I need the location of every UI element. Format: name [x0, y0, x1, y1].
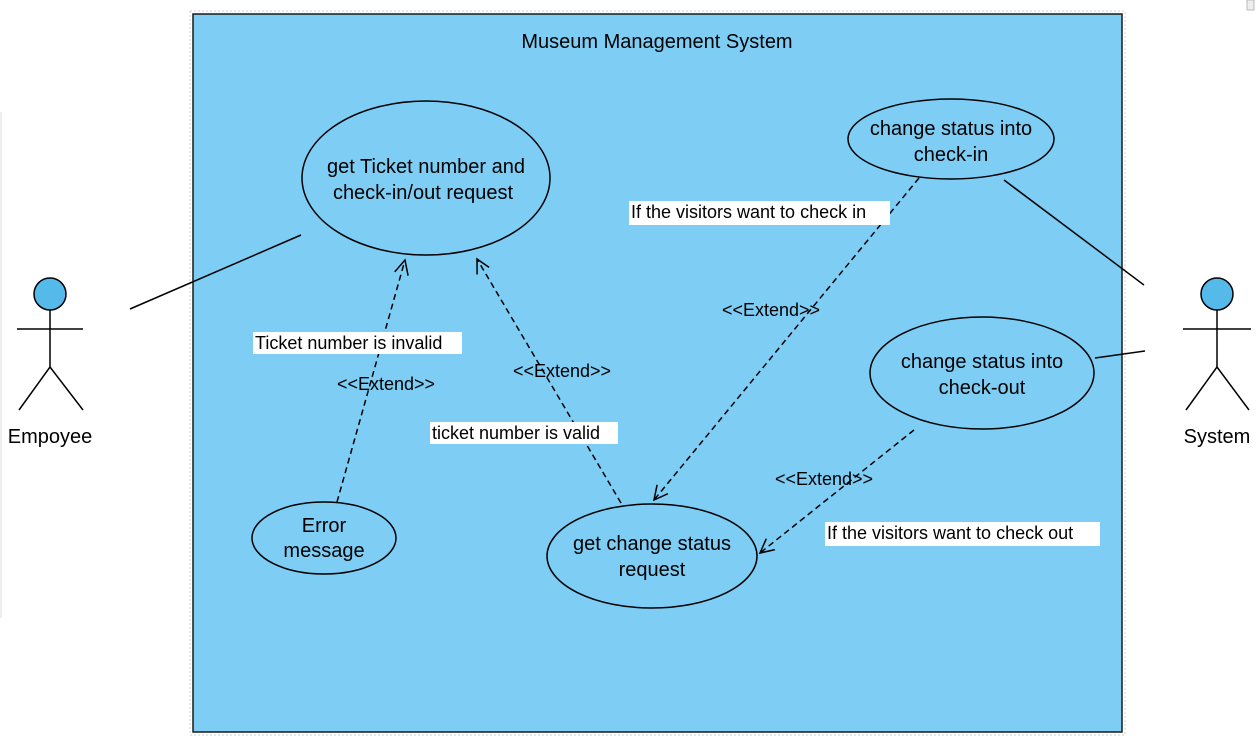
actor-employee-head — [33, 277, 67, 311]
use-case-get-ticket[interactable]: get Ticket number and check-in/out reque… — [301, 100, 551, 256]
extend-error-to-ticket — [336, 258, 409, 503]
extend-checkin-to-request — [652, 177, 920, 502]
use-case-change-status-request[interactable]: get change status request — [546, 503, 758, 609]
association-system-checkin — [1003, 179, 1145, 286]
use-case-check-in[interactable]: change status into check-in — [847, 98, 1055, 180]
actor-system[interactable]: System — [1183, 277, 1251, 448]
condition-check-out: If the visitors want to check out — [825, 522, 1100, 546]
svg-text:message: message — [283, 540, 364, 562]
use-case-error-message[interactable]: Error message — [251, 501, 397, 575]
svg-text:change status into: change status into — [870, 118, 1032, 140]
extend-checkout-to-request — [758, 429, 915, 555]
svg-text:check-in: check-in — [914, 144, 988, 166]
svg-text:get Ticket number and: get Ticket number and — [327, 156, 525, 178]
extend-label-error: <<Extend>> — [337, 374, 435, 394]
association-system-checkout — [1094, 350, 1146, 359]
actor-employee-label: Empoyee — [8, 426, 93, 448]
use-case-check-out[interactable]: change status into check-out — [869, 316, 1095, 430]
condition-valid: ticket number is valid — [430, 422, 618, 444]
boundary-outline-dashed — [189, 10, 1126, 736]
extend-request-to-ticket — [476, 257, 622, 504]
svg-text:ticket number is valid: ticket number is valid — [432, 423, 600, 443]
condition-check-in: If the visitors want to check in — [629, 201, 890, 225]
svg-text:check-in/out request: check-in/out request — [333, 182, 514, 204]
svg-text:If the visitors want to check: If the visitors want to check in — [631, 202, 866, 222]
extend-label-request: <<Extend>> — [513, 361, 611, 381]
actor-system-label: System — [1184, 426, 1251, 448]
svg-text:get change status: get change status — [573, 533, 731, 555]
svg-text:If the visitors want to check: If the visitors want to check out — [827, 523, 1073, 543]
association-employee-ticket — [129, 234, 302, 310]
extend-label-checkin: <<Extend>> — [722, 300, 820, 320]
actor-system-head — [1200, 277, 1234, 311]
boundary-title: Museum Management System — [521, 31, 792, 53]
actor-employee[interactable]: Empoyee — [8, 277, 93, 448]
svg-text:check-out: check-out — [939, 377, 1026, 399]
svg-text:change status into: change status into — [901, 351, 1063, 373]
svg-text:request: request — [619, 559, 686, 581]
condition-invalid: Ticket number is invalid — [253, 332, 462, 354]
svg-text:Ticket number is invalid: Ticket number is invalid — [255, 333, 442, 353]
svg-text:Error: Error — [302, 515, 347, 537]
extend-label-checkout: <<Extend>> — [775, 469, 873, 489]
corner-handle[interactable] — [1246, 0, 1255, 11]
